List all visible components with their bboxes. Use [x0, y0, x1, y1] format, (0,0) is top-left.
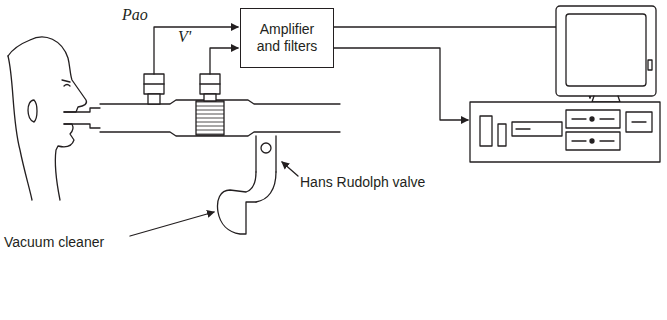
valve-body: [256, 136, 276, 172]
signal-wire: [154, 27, 238, 74]
leader-arrow: [130, 212, 214, 236]
valve-disc: [261, 143, 271, 153]
monitor-button: [648, 60, 652, 70]
front-panel: [480, 116, 492, 146]
pressure-transducer: [144, 74, 164, 94]
leader-arrow: [282, 162, 298, 176]
head-profile: [8, 37, 87, 200]
signal-wire: [334, 48, 468, 120]
pneumotachograph-screen: [196, 101, 224, 135]
front-panel: [498, 124, 506, 146]
monitor-screen: [566, 14, 646, 86]
transducer-port: [204, 94, 216, 101]
vacuum-cleaner: [218, 190, 257, 234]
signal-name: V': [178, 28, 191, 45]
box-label: Amplifier and filters: [250, 21, 324, 55]
drive-light: [590, 117, 594, 121]
breathing-tube: [100, 100, 340, 136]
process-box: Amplifier and filters: [240, 8, 334, 68]
flow-transducer: [200, 74, 220, 94]
eye: [62, 80, 70, 86]
computer-case: [470, 102, 660, 162]
transducer-port: [148, 94, 160, 104]
ear: [28, 100, 37, 122]
mouthpiece: [64, 108, 100, 128]
monitor-stand: [592, 96, 620, 102]
transducer-line: [200, 83, 220, 84]
hair-line: [8, 56, 32, 200]
signal-wire: [334, 27, 590, 98]
monitor: [556, 6, 656, 96]
transducer-line: [144, 83, 164, 84]
signal-wire: [210, 48, 238, 74]
signal-name: Pao: [122, 6, 148, 23]
drive-slot: [516, 119, 646, 141]
part-name: Vacuum cleaner: [4, 234, 104, 251]
part-name: Hans Rudolph valve: [300, 174, 425, 191]
drive-light: [590, 139, 594, 143]
